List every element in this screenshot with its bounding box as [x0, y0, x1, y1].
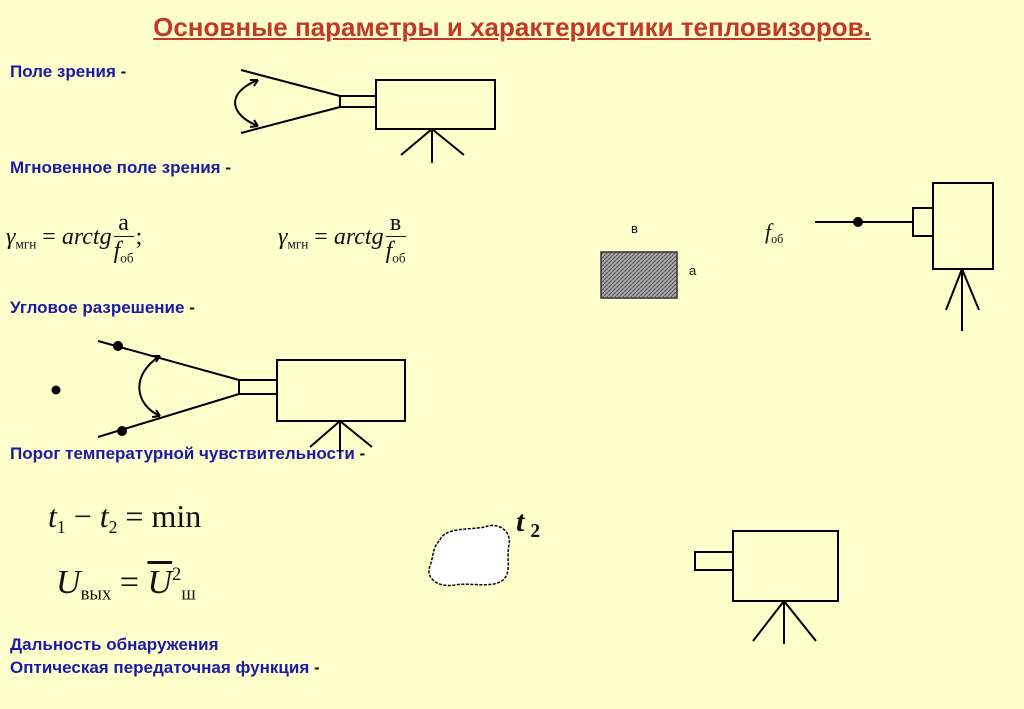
focal-length-label: fоб — [765, 219, 784, 247]
equals: = — [36, 223, 62, 250]
camera-field-of-view — [234, 69, 496, 163]
label-angular-resolution: Угловое разрешение - — [10, 298, 195, 318]
camera-detection — [694, 530, 839, 644]
label-text: Мгновенное поле зрения — [10, 158, 221, 177]
label-text: Поле зрения — [10, 62, 116, 81]
label-field-of-view: Поле зрения - — [10, 62, 126, 82]
label-text: Порог температурной чувствительности — [10, 444, 355, 463]
function-name: arctg — [61, 223, 112, 250]
label-detection-range: Дальность обнаружения — [10, 635, 219, 655]
label-instant-fov: Мгновенное поле зрения - — [10, 158, 231, 178]
dash: - — [115, 62, 127, 81]
equals: = — [308, 223, 334, 250]
gamma-subscript: мгн — [287, 236, 309, 252]
object-blob — [428, 524, 511, 587]
denominator: fоб — [385, 238, 406, 266]
function-name: arctg — [333, 223, 384, 250]
dash: - — [220, 158, 231, 177]
pixel-label-a: а — [689, 263, 697, 278]
numerator: в — [385, 210, 406, 238]
label-text: Угловое разрешение — [10, 298, 185, 317]
gamma-symbol: γ — [6, 223, 16, 250]
camera-angular-resolution — [51, 340, 406, 452]
formula-temperature-difference: t1 − t2 = min — [48, 498, 202, 538]
semicolon: ; — [135, 223, 143, 250]
dash: - — [184, 298, 195, 317]
denominator: fоб — [113, 238, 134, 266]
pixel-label-b: в — [631, 221, 638, 236]
page-title: Основные параметры и характеристики тепл… — [153, 12, 871, 42]
label-text: Дальность обнаружения — [10, 635, 219, 654]
formula-output-noise: Uвых = U2ш — [56, 564, 196, 605]
numerator: а — [113, 210, 134, 238]
detector-element — [600, 251, 678, 299]
label-text: Оптическая передаточная функция — [10, 658, 310, 677]
gamma-subscript: мгн — [15, 236, 37, 252]
label-otf: Оптическая передаточная функция - — [10, 658, 320, 678]
camera-instant-fov — [815, 182, 994, 331]
label-sensitivity-threshold: Порог температурной чувствительности - — [10, 444, 365, 464]
dash: - — [309, 658, 320, 677]
dash: - — [354, 444, 366, 463]
gamma-symbol: γ — [278, 223, 288, 250]
